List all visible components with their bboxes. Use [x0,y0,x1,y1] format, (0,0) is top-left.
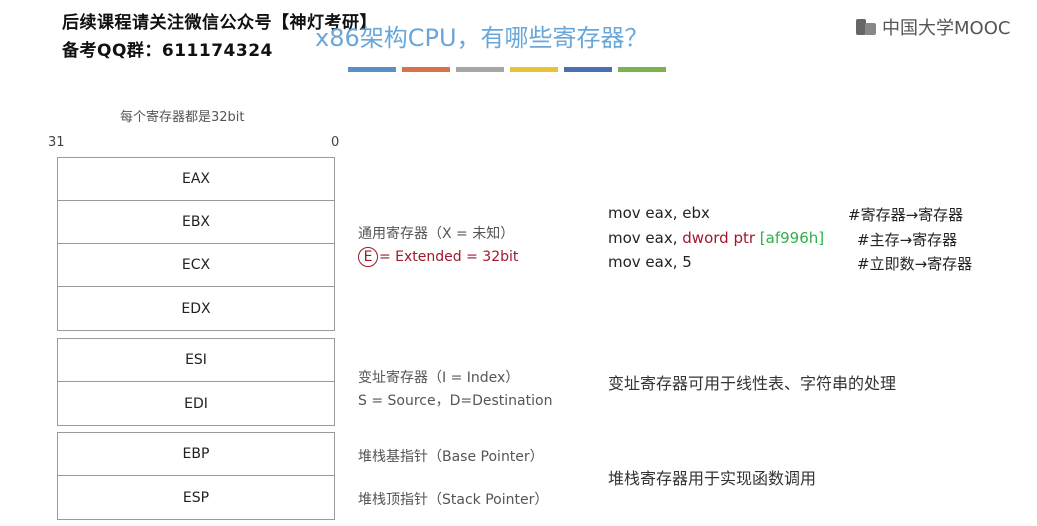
register-ebp: EBP [58,433,334,476]
general-register-desc: 通用寄存器（X = 未知） [358,226,515,242]
ebp-desc: 堆栈基指针（Base Pointer） [358,449,544,465]
code-line-2-addr: [af996h] [759,229,825,247]
register-eax: EAX [58,158,334,201]
code-line-2-prefix: mov eax, [608,229,683,247]
accent-bar-4 [510,67,558,72]
index-register-sd-desc: S = Source，D=Destination [358,393,553,409]
extended-note-text: = Extended = 32bit [379,249,519,265]
code-line-3-comment: #立即数→寄存器 [857,255,973,273]
watermark-line-1: 后续课程请关注微信公众号【神灯考研】 [62,13,377,33]
code-line-2-ptr: dword ptr [682,229,760,247]
watermark-line-2: 备考QQ群：611174324 [62,41,273,61]
register-ecx: ECX [58,244,334,287]
code-line-1: mov eax, ebx [608,204,710,222]
code-line-2-comment: #主存→寄存器 [857,231,958,249]
accent-bar-3 [456,67,504,72]
register-edi: EDI [184,395,208,412]
index-register-group: ESI EDI [57,338,335,426]
esp-desc: 堆栈顶指针（Stack Pointer） [358,492,549,508]
code-line-3: mov eax, 5 [608,253,692,271]
extended-letter-circled: E [358,247,378,267]
general-register-group: EAX EBX ECX EDX [57,157,335,331]
accent-bar-1 [348,67,396,72]
bit-low-label: 0 [331,135,340,150]
register-width-note: 每个寄存器都是32bit [120,110,245,125]
mooc-logo: 中国大学MOOC [856,14,1010,40]
accent-bar-2 [402,67,450,72]
bit-high-label: 31 [48,135,65,150]
mooc-logo-icon [856,19,876,35]
code-line-2: mov eax, dword ptr [af996h] [608,229,824,247]
accent-bar-6 [618,67,666,72]
index-register-desc: 变址寄存器（I = Index） [358,370,520,386]
register-esp: ESP [182,489,210,506]
register-ebx: EBX [58,201,334,244]
register-edx: EDX [181,300,211,317]
code-line-1-comment: #寄存器→寄存器 [848,206,964,224]
extended-note: E= Extended = 32bit [358,247,518,267]
stack-register-usage-note: 堆栈寄存器用于实现函数调用 [608,469,817,488]
index-register-usage-note: 变址寄存器可用于线性表、字符串的处理 [608,374,897,393]
stack-register-group: EBP ESP [57,432,335,520]
register-esi: ESI [58,339,334,382]
accent-bar-5 [564,67,612,72]
mooc-logo-text: 中国大学MOOC [882,18,1011,39]
slide-title: x86架构CPU，有哪些寄存器？ [315,24,649,52]
accent-color-bars [348,67,666,72]
